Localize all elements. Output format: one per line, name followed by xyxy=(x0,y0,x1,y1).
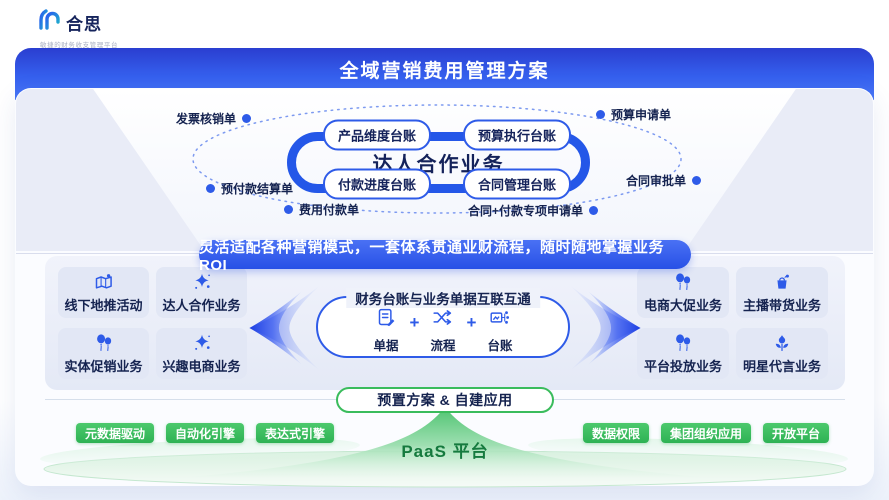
ledger-pill-product: 产品维度台账 xyxy=(322,119,432,151)
hub-stadium: 财务台账与业务单据互联互通 单据 + xyxy=(316,288,570,358)
map-icon xyxy=(94,272,114,292)
hub-item-label: 台账 xyxy=(487,338,513,353)
paas-platform-label: PaaS 平台 xyxy=(401,442,489,461)
bizbox-offline-promo: 线下地推活动 xyxy=(58,267,149,318)
bizbox-label: 线下地推活动 xyxy=(64,297,143,313)
hub-item-documents: 单据 xyxy=(374,307,399,354)
capability-tag: 自动化引擎 xyxy=(166,423,245,443)
orbit-doc-invoice: 发票核销单 xyxy=(176,110,252,127)
paas-banner: 预置方案 & 自建应用 xyxy=(336,387,554,413)
bizbox-label: 电商大促业务 xyxy=(643,297,722,313)
bizbox-ecommerce-sale: 电商大促业务 xyxy=(637,267,729,318)
capability-tag: 集团组织应用 xyxy=(661,423,752,443)
ledger-pill-payment: 付款进度台账 xyxy=(322,168,432,200)
ledger-pill-contract: 合同管理台账 xyxy=(462,168,572,200)
document-icon xyxy=(376,307,397,333)
bizbox-label: 实体促销业务 xyxy=(64,358,143,374)
bizbox-platform-ads: 平台投放业务 xyxy=(637,328,729,379)
brand-name: 合思 xyxy=(66,15,102,34)
funnel-zone xyxy=(16,89,873,251)
orbit-doc-label: 发票核销单 xyxy=(176,112,237,126)
hub-title: 财务台账与业务单据互联互通 xyxy=(346,288,540,308)
ledger-icon xyxy=(489,307,510,333)
balloons-icon xyxy=(673,333,693,353)
orbit-doc-budget-request: 预算申请单 xyxy=(596,106,671,123)
brand-tagline: 敏捷的财务收支管理平台 xyxy=(40,42,119,49)
bizbox-label: 平台投放业务 xyxy=(643,358,722,374)
capability-tag: 数据权限 xyxy=(583,423,650,443)
livestream-goods-icon xyxy=(772,272,792,292)
orbit-doc-label: 合同审批单 xyxy=(626,174,687,188)
plus-icon: + xyxy=(466,313,477,332)
chevron-left-icon xyxy=(249,286,319,370)
bizbox-interest-ecommerce: 兴趣电商业务 xyxy=(156,328,247,379)
bizbox-label: 主播带货业务 xyxy=(742,297,821,313)
orbit-dot xyxy=(692,176,702,185)
plus-icon: + xyxy=(409,313,420,332)
orbit-dot xyxy=(596,110,605,119)
balloons-icon xyxy=(673,272,693,292)
orbit-dot xyxy=(284,205,293,214)
process-icon xyxy=(432,307,453,333)
paas-mountain xyxy=(190,407,700,477)
splash-icon xyxy=(192,333,212,353)
capabilities-right: 数据权限 集团组织应用 开放平台 xyxy=(583,423,830,443)
orbit-doc-label: 预付款结算单 xyxy=(221,182,294,196)
balloons-icon xyxy=(94,333,114,353)
capability-tag: 元数据驱动 xyxy=(76,423,155,443)
bizbox-celebrity: 明星代言业务 xyxy=(736,328,828,379)
value-banner: 灵活适配各种营销模式，一套体系贯通业财流程，随时随地掌握业务ROI xyxy=(199,239,691,274)
capability-tag: 开放平台 xyxy=(763,423,830,443)
page-title: 全域营销费用管理方案 xyxy=(339,60,550,82)
chevron-right-icon xyxy=(571,286,641,370)
bizbox-influencer: 达人合作业务 xyxy=(156,267,247,318)
hub-item-label: 单据 xyxy=(373,338,399,353)
orbit-doc-label: 合同+付款专项申请单 xyxy=(468,204,584,218)
hub-item-ledger: 台账 xyxy=(487,307,512,354)
hub-item-label: 流程 xyxy=(430,338,456,353)
orbit-doc-prepay-settle: 预付款结算单 xyxy=(206,180,293,197)
flower-icon xyxy=(772,333,792,353)
orbit-doc-contract-payment: 合同+付款专项申请单 xyxy=(468,202,599,219)
hose-logo-icon xyxy=(38,8,62,37)
ledger-ring xyxy=(287,132,590,193)
orbit-dot xyxy=(206,184,215,193)
orbit-doc-label: 预算申请单 xyxy=(611,108,672,122)
bizbox-livestream: 主播带货业务 xyxy=(736,267,828,318)
bizbox-label: 兴趣电商业务 xyxy=(162,358,241,374)
ledger-pill-budget: 预算执行台账 xyxy=(462,119,572,151)
capabilities-left: 元数据驱动 自动化引擎 表达式引擎 xyxy=(76,423,335,443)
orbit-doc-label: 费用付款单 xyxy=(299,203,360,217)
bizbox-label: 明星代言业务 xyxy=(742,358,821,374)
bizbox-label: 达人合作业务 xyxy=(162,297,241,313)
bizbox-retail-promo: 实体促销业务 xyxy=(58,328,149,379)
orbit-dot xyxy=(242,114,252,123)
brand-block: 合思 敏捷的财务收支管理平台 xyxy=(38,8,118,49)
orbit-doc-contract-approval: 合同审批单 xyxy=(626,172,702,189)
splash-icon xyxy=(192,272,212,292)
orbit-doc-expense-pay: 费用付款单 xyxy=(284,201,359,218)
hub-item-process: 流程 xyxy=(430,307,456,354)
funnel-shape xyxy=(93,89,796,251)
capability-tag: 表达式引擎 xyxy=(256,423,335,443)
orbit-ellipse xyxy=(192,104,682,214)
orbit-dot xyxy=(589,206,599,215)
